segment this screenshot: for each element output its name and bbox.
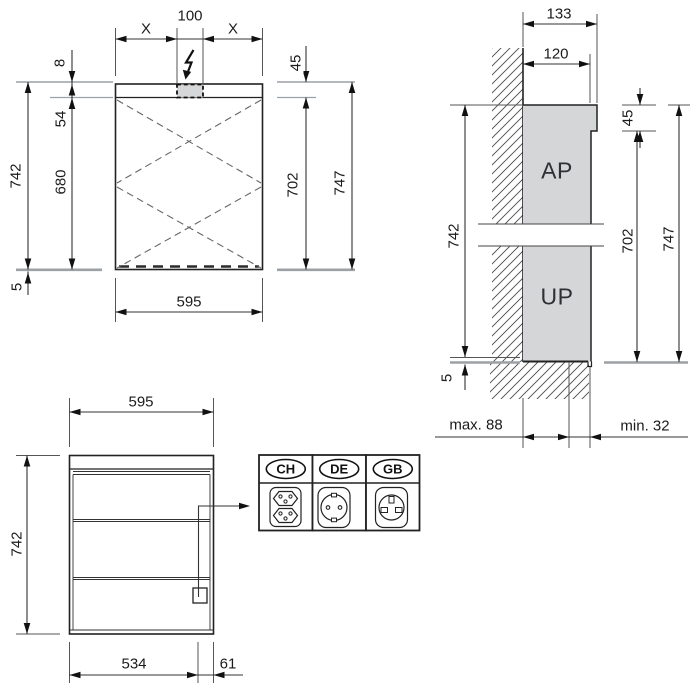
socket-leader-line <box>197 505 239 597</box>
country-code-de: DE <box>330 461 349 477</box>
dim-742-interior: 742 <box>8 529 26 559</box>
dim-45-front: 45 <box>287 52 305 74</box>
lightning-bolt-icon <box>182 49 195 80</box>
country-badge-oval <box>318 458 360 480</box>
dim-680: 680 <box>52 167 70 197</box>
dim-595-front: 595 <box>174 293 204 311</box>
country-badge-oval <box>372 458 414 480</box>
electrical-knockout <box>176 83 204 99</box>
dim-534: 534 <box>119 655 149 673</box>
dim-747-side: 747 <box>660 224 678 254</box>
side-dim-arrows <box>461 20 683 441</box>
dim-61: 61 <box>217 655 239 673</box>
dim-100: 100 <box>177 7 203 25</box>
wall-hatch-lower <box>492 246 523 362</box>
break-lines <box>478 223 604 247</box>
dim-702-side: 702 <box>619 226 637 256</box>
dim-120: 120 <box>541 45 571 63</box>
dim-8: 8 <box>51 56 69 70</box>
dim-5-side: 5 <box>438 371 456 385</box>
shelf-line <box>73 577 210 580</box>
dim-747-front: 747 <box>331 168 349 198</box>
dim-max-88: max. 88 <box>447 416 505 434</box>
socket-type-panel <box>258 454 421 532</box>
country-badge-oval <box>265 458 307 480</box>
wall-hatch-bottom <box>490 362 589 399</box>
swiss-socket-icon <box>269 486 302 528</box>
dim-min-32: min. 32 <box>618 417 672 435</box>
wall-hatch-upper <box>492 48 523 224</box>
dim-45-side: 45 <box>619 107 637 129</box>
country-code-ch: CH <box>276 461 296 477</box>
label-surface-mounted: AP <box>541 157 573 184</box>
cabinet-section <box>523 104 598 368</box>
front-view <box>16 28 356 322</box>
side-view <box>435 12 690 448</box>
interior-view <box>16 398 250 683</box>
dim-x-right: X <box>227 20 239 38</box>
cabinet-front-outline <box>114 83 264 271</box>
country-code-gb: GB <box>383 461 403 477</box>
internal-socket <box>192 587 208 604</box>
dim-595-interior: 595 <box>126 393 156 411</box>
front-dim-arrows <box>24 35 356 316</box>
schuko-socket-icon <box>317 486 351 529</box>
door-swing-lines <box>116 99 262 269</box>
dim-702-front: 702 <box>284 170 302 200</box>
label-flush-mounted: UP <box>540 283 574 310</box>
dim-742-side: 742 <box>445 221 463 251</box>
uk-socket-icon <box>374 486 409 529</box>
dim-5-front: 5 <box>8 280 26 294</box>
shelf-line <box>73 519 210 522</box>
dim-x-left: X <box>140 20 152 38</box>
cabinet-interior-outline <box>68 454 215 635</box>
dim-742-front: 742 <box>7 161 25 191</box>
interior-dim-arrows <box>23 408 225 679</box>
dim-54: 54 <box>52 108 70 130</box>
dim-133: 133 <box>544 5 574 23</box>
